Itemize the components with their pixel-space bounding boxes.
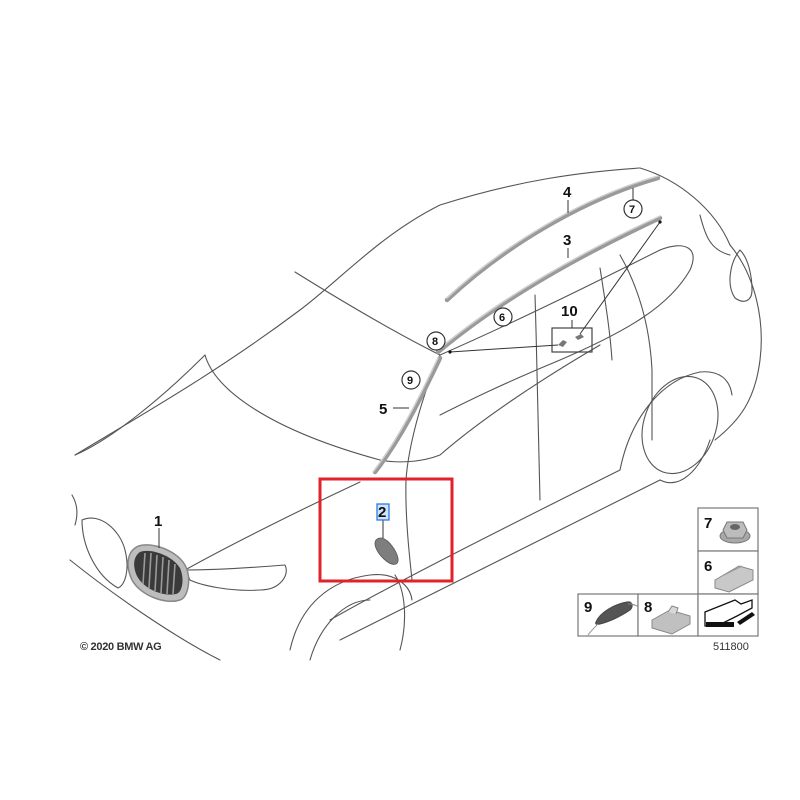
callout-leaders xyxy=(158,188,634,548)
bracket-icon xyxy=(651,605,691,635)
svg-text:9: 9 xyxy=(584,599,592,616)
kidney-grille-part-1 xyxy=(127,544,190,602)
copyright-text: © 2020 BMW AG xyxy=(80,641,161,653)
svg-text:6: 6 xyxy=(704,558,712,575)
direction-arrow-icon xyxy=(704,599,755,627)
roof-rail-trim-4 xyxy=(444,175,661,303)
car-outline xyxy=(69,167,762,661)
a-pillar-trim-5 xyxy=(372,355,443,475)
side-emblem-part-2 xyxy=(374,520,399,565)
callout-2-selected[interactable]: 2 xyxy=(376,503,390,521)
callout-3: 3 xyxy=(563,232,571,249)
callout-4: 4 xyxy=(563,184,572,201)
callout-10: 10 xyxy=(561,303,578,320)
nut-icon xyxy=(719,521,751,544)
callout-5: 5 xyxy=(379,401,387,418)
clip-icon xyxy=(714,565,754,593)
legend-item-arrow xyxy=(697,593,759,637)
circled-ref-8: 8 xyxy=(432,336,438,348)
roof-molding-trim-3 xyxy=(435,215,663,355)
circled-ref-9: 9 xyxy=(407,375,413,387)
callout-1: 1 xyxy=(154,513,162,530)
diagram-number: 511800 xyxy=(713,641,749,653)
clip-group-10 xyxy=(448,220,662,354)
legend-item-7: 7 xyxy=(697,507,759,552)
svg-text:8: 8 xyxy=(644,599,652,616)
circled-ref-7: 7 xyxy=(629,204,635,216)
legend-item-9: 9 xyxy=(577,593,641,637)
legend-item-6: 6 xyxy=(697,550,759,595)
circled-ref-6: 6 xyxy=(499,312,505,324)
circled-refs: 7 6 8 9 xyxy=(401,199,643,390)
legend-grid: 7 6 9 xyxy=(577,507,759,637)
callout-labels: 4 3 10 5 1 xyxy=(154,184,578,530)
callout-2: 2 xyxy=(378,504,386,521)
seal-strip-icon xyxy=(587,601,641,636)
highlight-box xyxy=(318,477,454,583)
trim-parts xyxy=(372,175,663,475)
svg-text:7: 7 xyxy=(704,515,712,532)
legend-item-8: 8 xyxy=(637,593,699,637)
